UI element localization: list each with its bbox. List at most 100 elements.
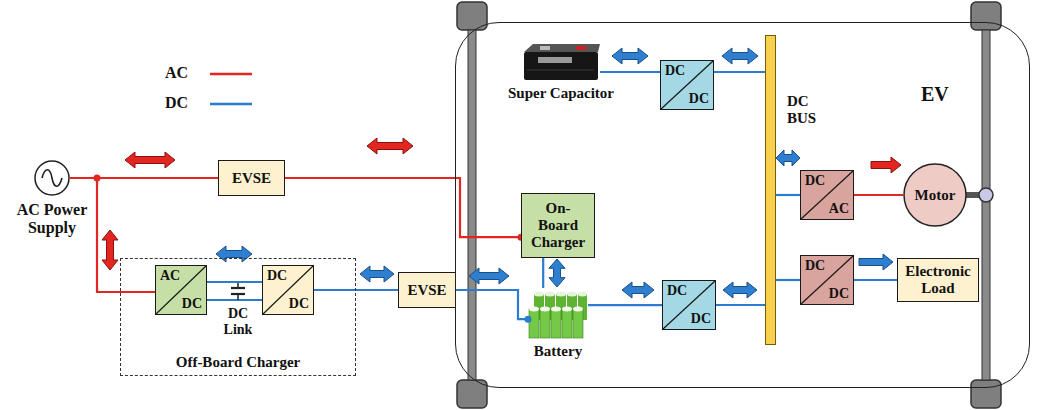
connector <box>776 280 800 281</box>
legend-label: AC <box>165 64 188 82</box>
battery-cell-top <box>529 307 539 312</box>
part-label: DC Link <box>224 306 253 337</box>
axle <box>982 30 990 380</box>
converter-diagonal <box>663 281 715 329</box>
flow-arrow <box>549 259 565 287</box>
evse-box: EVSE <box>218 160 285 196</box>
connector-line <box>854 279 897 281</box>
circle-outline <box>904 164 966 226</box>
node-label: Super Capacitor <box>508 85 614 102</box>
battery-cell-top <box>540 307 550 312</box>
converter-diagonal <box>801 171 853 219</box>
battery-cell <box>551 309 561 338</box>
circle-outline <box>35 161 69 195</box>
connector <box>70 178 155 292</box>
connector-line <box>776 194 800 196</box>
battery-cell-top <box>578 292 587 297</box>
converter-label: DC <box>267 269 287 283</box>
load-box: Electronic Load <box>897 258 979 302</box>
converter-box: DC DC <box>660 60 714 110</box>
flow-arrow <box>102 230 118 270</box>
connector-line <box>776 279 800 281</box>
converter-box: DCDC <box>662 280 716 330</box>
converter-box: ACDC <box>155 265 207 315</box>
flow-arrow <box>722 48 758 64</box>
supercap-terminal <box>576 46 586 50</box>
supercap-body <box>524 52 598 80</box>
connector-line <box>588 304 662 306</box>
capacitor-plate <box>231 293 245 295</box>
connector-line <box>714 71 765 73</box>
converter-diagonal <box>661 61 713 109</box>
converter-box: DC DC <box>800 255 854 305</box>
converter-diagonal <box>801 256 853 304</box>
converter-diagonal <box>156 266 206 314</box>
axle <box>468 30 476 380</box>
converter-label: DC <box>829 287 849 301</box>
battery-cell-top <box>551 307 561 312</box>
node-label: EVSE <box>232 170 271 187</box>
connector-line <box>854 194 903 196</box>
node-label: EV <box>921 83 949 105</box>
connector-line <box>285 178 521 237</box>
ac-source-symbol: AC Power Supply <box>34 160 70 196</box>
connector <box>285 138 525 241</box>
battery-cell <box>573 309 583 338</box>
connector <box>543 258 565 288</box>
connector <box>714 48 765 72</box>
wheel <box>971 380 1001 408</box>
node-label: Motor <box>915 187 956 204</box>
converter-label: AC <box>829 202 849 216</box>
battery-cell-top <box>545 292 555 297</box>
connector-line <box>716 304 765 306</box>
connector <box>70 152 218 178</box>
motor-circle: Motor <box>903 163 967 227</box>
converter-label: DC <box>805 259 825 273</box>
flow-arrow <box>367 138 413 154</box>
legend-label: DC <box>165 94 188 112</box>
supercap-line <box>527 70 594 71</box>
battery-cell-top <box>534 292 544 297</box>
charger-box: On-Board Charger <box>521 193 595 258</box>
legend-line <box>210 103 252 106</box>
converter-label: DC <box>689 92 709 106</box>
flow-arrow <box>216 246 252 262</box>
supercapacitor-picture: Super Capacitor <box>522 42 600 82</box>
node-label: Battery <box>534 343 582 360</box>
flow-arrow <box>612 48 648 64</box>
converter-label: DC <box>805 174 825 188</box>
shaft-joint <box>979 188 993 202</box>
junction-dot <box>525 316 532 323</box>
battery-cell <box>529 309 539 338</box>
battery-cell-top <box>567 292 577 297</box>
connector-line <box>314 289 398 291</box>
legend-line <box>210 73 252 76</box>
battery-cell <box>540 309 550 338</box>
dc-wire <box>207 299 262 301</box>
node-label: DC BUS <box>787 93 816 128</box>
connector-line <box>70 178 155 292</box>
converter-box: DCDC <box>262 265 314 315</box>
sine-symbol <box>42 170 62 187</box>
battery-cell-top <box>562 307 572 312</box>
battery-cell-top <box>573 307 583 312</box>
node-label: EVSE <box>407 282 446 299</box>
connector-line <box>207 281 262 283</box>
flow-arrow <box>469 268 509 284</box>
connector-line <box>456 290 528 319</box>
connector <box>854 157 903 195</box>
source-circle <box>34 160 70 196</box>
converter-label: DC <box>667 284 687 298</box>
converter-label: DC <box>665 64 685 78</box>
flow-arrow <box>871 157 901 173</box>
supercap-label <box>538 57 572 63</box>
node-label: Electronic Load <box>902 263 974 297</box>
battery-picture: Battery <box>528 288 588 340</box>
flow-arrow <box>125 152 175 168</box>
wheel <box>457 2 487 30</box>
vehicle-outline: EVSuper CapacitorDCDCOn-Board ChargerBat… <box>455 22 1030 388</box>
wheel <box>971 2 1001 30</box>
connector <box>600 48 660 72</box>
capacitor-plate <box>231 287 245 289</box>
